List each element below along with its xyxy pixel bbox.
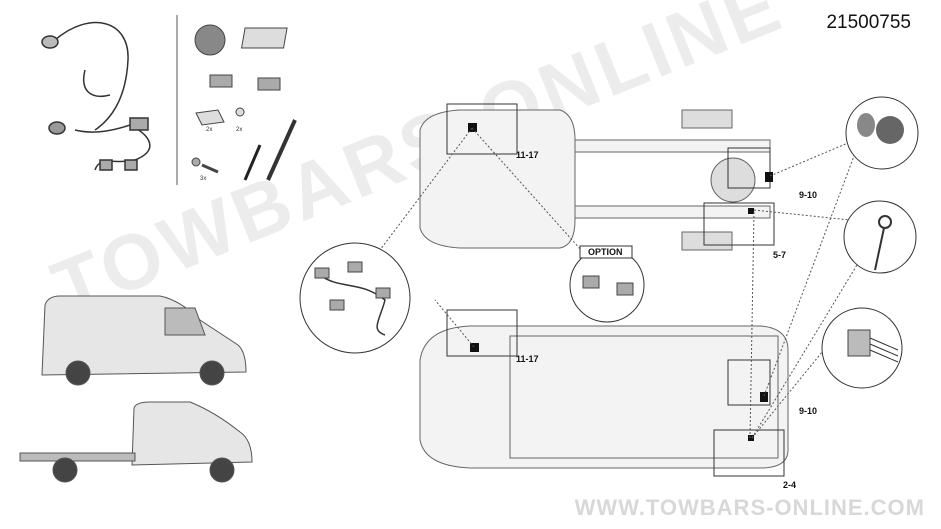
part-number: 21500755 (826, 12, 911, 33)
option-label: OPTION (588, 247, 623, 257)
socket-detail-circle (845, 96, 919, 170)
footer-url: WWW.TOWBARS-ONLINE.COM (574, 495, 925, 520)
wiring-harness-illustration (41, 21, 151, 171)
chassis-cab-side-view (19, 401, 253, 483)
kit-parts-illustration (191, 24, 297, 181)
option-adapter-detail-circle (569, 245, 645, 323)
leader-lines (379, 127, 861, 439)
van-socket-label: 9-10 (799, 406, 817, 416)
harness-detail-circle (299, 242, 411, 354)
chassis-front-label: 11-17 (516, 150, 539, 160)
van-front-label: 11-17 (516, 354, 539, 364)
chassis-module-label: 5-7 (773, 250, 786, 260)
van-side-view (41, 295, 247, 386)
front-connector-marker (468, 123, 477, 132)
bolt-set-quantity: 3x (200, 176, 206, 182)
chassis-socket-label: 9-10 (799, 190, 817, 200)
chassis-cab-top-view (419, 109, 771, 251)
front-connection-box (446, 103, 518, 155)
van-top-view (419, 325, 789, 469)
ring-terminal-detail-circle (843, 200, 917, 274)
bracket-quantity: 2x (206, 127, 212, 133)
ring-terminal-quantity: 2x (236, 127, 242, 133)
van-module-label: 2-4 (783, 480, 796, 490)
module-connector-detail-circle (821, 307, 903, 389)
